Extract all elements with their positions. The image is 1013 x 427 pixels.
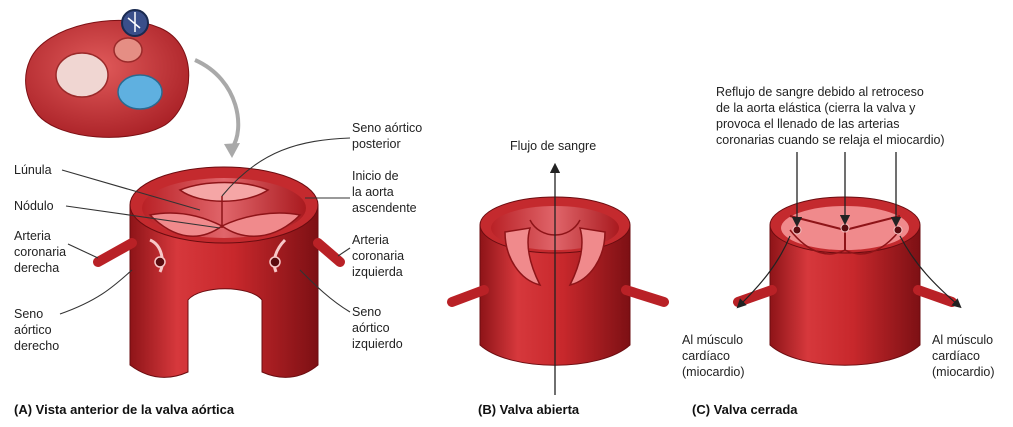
view-arrow (194, 58, 241, 150)
panel-a: Seno aórtico posterior Inicio de la aort… (14, 9, 422, 417)
label-musculo-izq-2: cardíaco (682, 349, 730, 363)
caption-c: (C) Valva cerrada (692, 402, 798, 417)
valve-closed (733, 196, 957, 366)
label-arteria-derecha-1: Arteria (14, 229, 51, 243)
label-seno-derecho-3: derecho (14, 339, 59, 353)
label-seno-derecho-1: Seno (14, 307, 43, 321)
label-musculo-der-1: Al músculo (932, 333, 993, 347)
label-arteria-izquierda-2: coronaria (352, 249, 404, 263)
label-seno-izquierdo-3: izquierdo (352, 337, 403, 351)
valve-anterior-view (93, 166, 345, 378)
label-arteria-izquierda-1: Arteria (352, 233, 389, 247)
tricuspid-valve (117, 74, 163, 110)
label-musculo-izq-1: Al músculo (682, 333, 743, 347)
label-inicio-aorta-3: ascendente (352, 201, 417, 215)
label-inicio-aorta-1: Inicio de (352, 169, 399, 183)
label-arteria-derecha-3: derecha (14, 261, 59, 275)
heart-top-view-inset (25, 9, 190, 138)
valve-open (447, 196, 669, 366)
mitral-valve (55, 52, 109, 98)
label-inicio-aorta-2: la aorta (352, 185, 394, 199)
aortic-valve-small (113, 37, 143, 63)
label-seno-izquierdo-2: aórtico (352, 321, 390, 335)
panel-c: Reflujo de sangre debido al retroceso de… (682, 85, 995, 417)
label-reflujo-2: de la aorta elástica (cierra la valva y (716, 101, 916, 115)
flow-to-muscle-left (736, 235, 791, 309)
label-seno-posterior-2: posterior (352, 137, 401, 151)
label-musculo-izq-3: (miocardio) (682, 365, 745, 379)
caption-b: (B) Valva abierta (478, 402, 580, 417)
label-musculo-der-3: (miocardio) (932, 365, 995, 379)
label-seno-derecho-2: aórtico (14, 323, 52, 337)
label-reflujo-4: coronarias cuando se relaja el miocardio… (716, 133, 945, 147)
label-reflujo-1: Reflujo de sangre debido al retroceso (716, 85, 924, 99)
label-seno-izquierdo-1: Seno (352, 305, 381, 319)
label-arteria-derecha-2: coronaria (14, 245, 66, 259)
flow-to-muscle-right (899, 235, 962, 309)
label-musculo-der-2: cardíaco (932, 349, 980, 363)
label-flujo-sangre: Flujo de sangre (510, 139, 596, 153)
label-arteria-izquierda-3: izquierda (352, 265, 403, 279)
label-reflujo-3: provoca el llenado de las arterias (716, 117, 899, 131)
label-nodulo: Nódulo (14, 199, 54, 213)
label-lunula: Lúnula (14, 163, 52, 177)
caption-a: (A) Vista anterior de la valva aórtica (14, 402, 235, 417)
panel-b: Flujo de sangre (B) Valva abierta (447, 139, 669, 417)
label-seno-posterior-1: Seno aórtico (352, 121, 422, 135)
